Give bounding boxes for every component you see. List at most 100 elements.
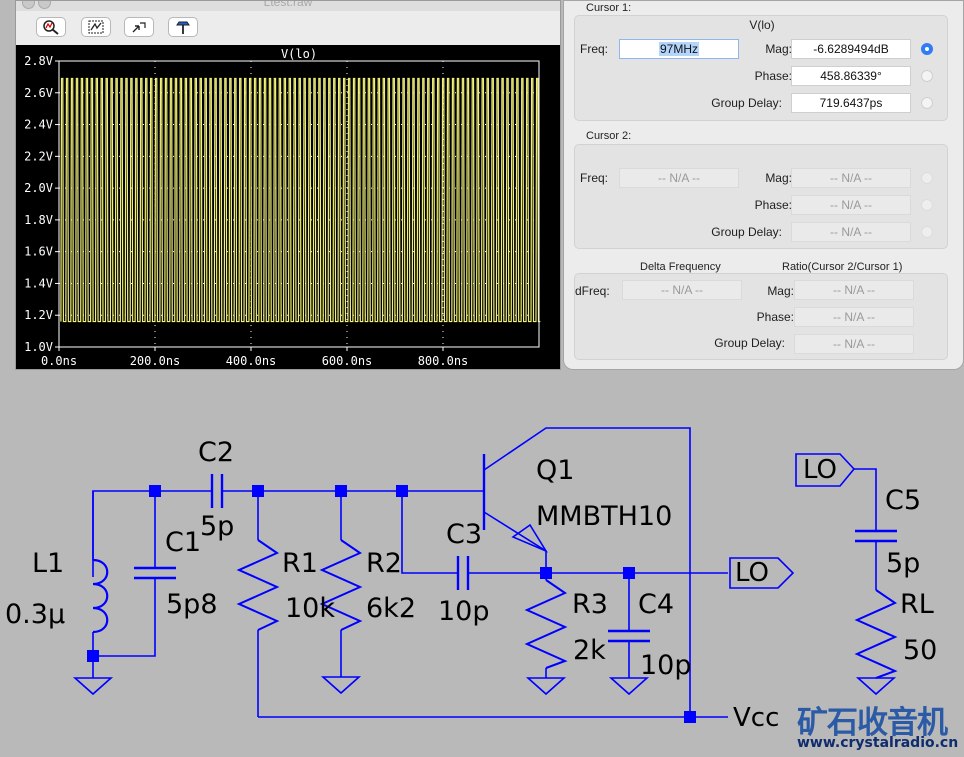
resistor-r3 bbox=[524, 579, 568, 669]
cursor2-freq-label: Freq: bbox=[580, 171, 609, 185]
lo-input-flag[interactable] bbox=[795, 453, 856, 487]
watermark-text: 矿石收音机 bbox=[797, 705, 948, 741]
cursor2-freq-field[interactable]: -- N/A -- bbox=[619, 168, 739, 188]
ground-rl-icon bbox=[855, 677, 897, 696]
c4-value: 10p bbox=[640, 650, 692, 681]
ratio-phase-field[interactable]: -- N/A -- bbox=[794, 307, 914, 327]
l1-ref: L1 bbox=[32, 548, 65, 579]
delta-frequency-header: Delta Frequency bbox=[640, 261, 721, 273]
y-tick-label: 2.2V bbox=[24, 149, 53, 163]
c3-value: 10p bbox=[438, 596, 490, 627]
wire-c3-left bbox=[401, 491, 457, 574]
cursor1-freq-field[interactable]: 97MHz bbox=[619, 39, 739, 59]
waveform-titlebar[interactable]: Ltest.raw bbox=[16, 1, 560, 11]
waveform-chart: 1.0V1.2V1.4V1.6V1.8V2.0V2.2V2.4V2.6V2.8V… bbox=[24, 47, 541, 368]
cursor1-trace-name: V(lo) bbox=[749, 18, 775, 32]
pan-button[interactable] bbox=[124, 17, 154, 37]
ground-r2-icon bbox=[320, 676, 362, 695]
dfreq-field[interactable]: -- N/A -- bbox=[622, 280, 742, 300]
probe-tool-icon bbox=[176, 21, 190, 34]
c1-value: 5p8 bbox=[166, 589, 218, 620]
junction-dot bbox=[396, 485, 408, 497]
lo-output-flag[interactable] bbox=[729, 557, 795, 589]
cursor-readout-dialog: Cursor 1: V(lo) Freq: 97MHz Mag: -6.6289… bbox=[563, 0, 964, 370]
ground-c4-icon bbox=[608, 677, 650, 696]
cursor1-mag-radio[interactable] bbox=[921, 43, 933, 55]
rl-value: 50 bbox=[903, 635, 938, 666]
junction-dot bbox=[623, 567, 635, 579]
wire-lo-in bbox=[854, 468, 877, 530]
y-tick-label: 2.6V bbox=[24, 86, 53, 100]
autorange-tool-icon bbox=[88, 20, 104, 34]
cursor2-phase-field[interactable]: -- N/A -- bbox=[791, 195, 911, 215]
l1-value: 0.3μ bbox=[5, 599, 66, 630]
wire-l1-bottom bbox=[92, 578, 156, 657]
cursor1-delay-label: Group Delay: bbox=[711, 96, 782, 110]
zoom-tool-icon bbox=[43, 20, 59, 35]
minimize-window-icon[interactable] bbox=[38, 1, 51, 9]
ratio-delay-label: Group Delay: bbox=[714, 336, 785, 350]
inductor-l1 bbox=[92, 558, 109, 634]
cursor2-delay-radio[interactable] bbox=[921, 226, 933, 238]
y-tick-label: 2.4V bbox=[24, 118, 53, 132]
cursor2-group: Freq: -- N/A -- Mag: -- N/A -- Phase: --… bbox=[574, 144, 948, 249]
r1-value: 10k bbox=[285, 593, 335, 624]
junction-dot bbox=[684, 711, 696, 723]
x-tick-label: 200.0ns bbox=[130, 354, 181, 368]
cursor2-mag-radio[interactable] bbox=[921, 172, 933, 184]
r2-value: 6k2 bbox=[366, 593, 416, 624]
cursor1-phase-field[interactable]: 458.86339° bbox=[791, 66, 911, 86]
y-tick-label: 1.0V bbox=[24, 340, 53, 354]
vcc-label: Vcc bbox=[733, 703, 780, 733]
waveform-window-title: Ltest.raw bbox=[263, 0, 313, 9]
r2-ref: R2 bbox=[366, 548, 402, 579]
resistor-r2 bbox=[319, 539, 363, 631]
q1-collector bbox=[483, 427, 691, 717]
delta-group: dFreq: -- N/A -- Mag: -- N/A -- Phase: -… bbox=[574, 273, 948, 360]
junction-dot bbox=[335, 485, 347, 497]
series-line-v-lo bbox=[60, 77, 541, 323]
junction-dot bbox=[540, 567, 552, 579]
cursor1-phase-radio[interactable] bbox=[921, 70, 933, 82]
waveform-window: Ltest.raw bbox=[15, 0, 561, 370]
cursor1-phase-label: Phase: bbox=[754, 69, 792, 83]
autorange-button[interactable] bbox=[81, 17, 111, 37]
cursor1-section-label: Cursor 1: bbox=[586, 2, 632, 14]
y-tick-label: 1.8V bbox=[24, 213, 53, 227]
q1-emitter-arrow bbox=[511, 523, 548, 553]
cursor2-phase-label: Phase: bbox=[754, 198, 792, 212]
x-tick-label: 800.0ns bbox=[418, 354, 469, 368]
q1-ref: Q1 bbox=[536, 455, 575, 486]
cursor1-delay-radio[interactable] bbox=[921, 97, 933, 109]
zoom-button[interactable] bbox=[36, 17, 66, 37]
watermark-url: www.crystalradio.cn bbox=[797, 735, 959, 751]
cursor1-mag-label: Mag: bbox=[765, 42, 792, 56]
lo-output-label: LO bbox=[735, 558, 770, 588]
schematic-canvas[interactable] bbox=[0, 372, 964, 757]
junction-dot bbox=[252, 485, 264, 497]
y-tick-label: 2.0V bbox=[24, 181, 53, 195]
cursor2-phase-radio[interactable] bbox=[921, 199, 933, 211]
cursor2-section-label: Cursor 2: bbox=[586, 130, 632, 142]
ratio-header: Ratio(Cursor 2/Cursor 1) bbox=[782, 261, 903, 273]
cursor1-delay-field[interactable]: 719.6437ps bbox=[791, 93, 911, 113]
probe-button[interactable] bbox=[168, 17, 198, 37]
ground-l1-icon bbox=[72, 677, 114, 696]
cursor1-freq-value: 97MHz bbox=[658, 42, 699, 56]
close-window-icon[interactable] bbox=[22, 1, 35, 9]
plot-frame bbox=[58, 60, 540, 348]
ratio-delay-field[interactable]: -- N/A -- bbox=[794, 334, 914, 354]
x-tick-label: 400.0ns bbox=[226, 354, 277, 368]
c5-ref: C5 bbox=[885, 485, 922, 516]
cursor1-group: V(lo) Freq: 97MHz Mag: -6.6289494dB Phas… bbox=[574, 15, 948, 121]
ratio-mag-field[interactable]: -- N/A -- bbox=[794, 280, 914, 300]
cursor2-mag-label: Mag: bbox=[765, 171, 792, 185]
cursor1-mag-field[interactable]: -6.6289494dB bbox=[791, 39, 911, 59]
resistor-r1 bbox=[236, 539, 280, 631]
cursor2-delay-field[interactable]: -- N/A -- bbox=[791, 222, 911, 242]
cursor2-mag-field[interactable]: -- N/A -- bbox=[791, 168, 911, 188]
ground-r3-icon bbox=[525, 677, 567, 696]
x-tick-label: 600.0ns bbox=[322, 354, 373, 368]
waveform-toolbar bbox=[16, 11, 560, 45]
